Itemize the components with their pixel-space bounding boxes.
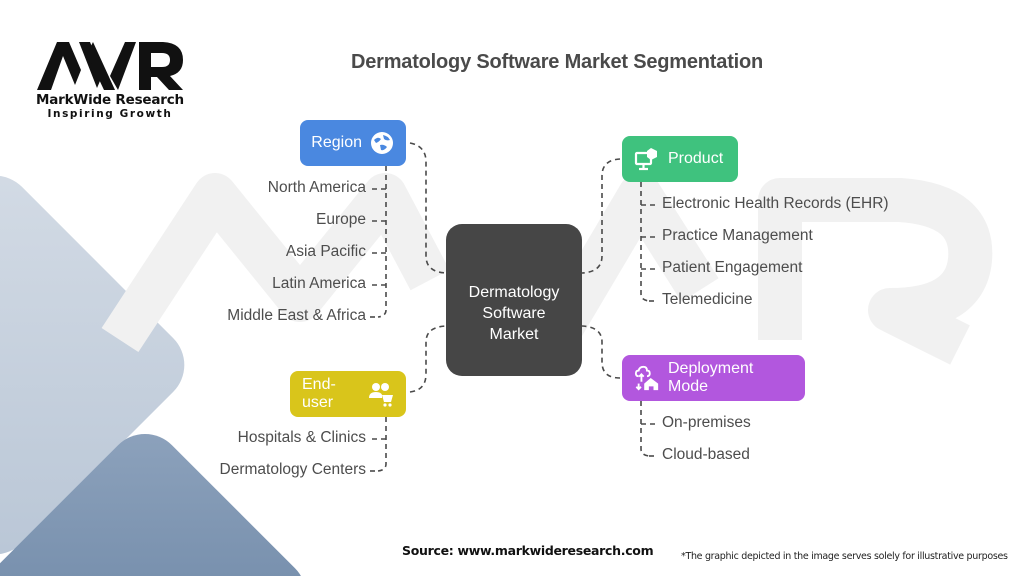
users-cart-icon: [368, 381, 394, 407]
category-region-label: Region: [311, 134, 362, 151]
end-user-item: Dermatology Centers: [219, 461, 366, 478]
page-title: Dermatology Software Market Segmentation: [350, 51, 764, 73]
category-region: Region: [300, 120, 406, 166]
product-item: Telemedicine: [662, 291, 753, 308]
category-deployment-mode-label: Deployment Mode: [668, 360, 754, 395]
brand-logo: MarkWide Research Inspiring Growth: [30, 40, 190, 120]
category-deployment-mode: Deployment Mode: [622, 355, 805, 401]
source-credit: Source: www.markwideresearch.com: [402, 543, 654, 558]
cloud-home-icon: [634, 365, 660, 391]
region-item: Europe: [316, 211, 366, 228]
brand-name: MarkWide Research: [36, 92, 184, 108]
deployment-mode-item: Cloud-based: [662, 446, 750, 463]
center-node: Dermatology Software Market: [446, 224, 582, 376]
product-item: Practice Management: [662, 227, 813, 244]
center-node-label: Dermatology Software Market: [468, 283, 560, 343]
deployment-mode-item: On-premises: [662, 414, 751, 431]
category-end-user: End-user: [290, 371, 406, 417]
region-item: North America: [267, 179, 366, 196]
category-product-label: Product: [668, 150, 724, 167]
product-item: Electronic Health Records (EHR): [662, 195, 889, 212]
monitor-box-icon: [634, 146, 660, 172]
category-product: Product: [622, 136, 738, 182]
globe-icon: [370, 130, 394, 156]
end-user-item: Hospitals & Clinics: [237, 429, 366, 446]
product-item: Patient Engagement: [662, 259, 803, 276]
region-item: Middle East & Africa: [227, 307, 366, 324]
brand-tagline: Inspiring Growth: [47, 108, 173, 120]
disclaimer-note: *The graphic depicted in the image serve…: [681, 551, 1008, 562]
mwr-logo-icon: [37, 42, 183, 90]
category-end-user-label: End-user: [302, 376, 336, 411]
region-item: Latin America: [272, 275, 366, 292]
region-item: Asia Pacific: [285, 243, 366, 260]
